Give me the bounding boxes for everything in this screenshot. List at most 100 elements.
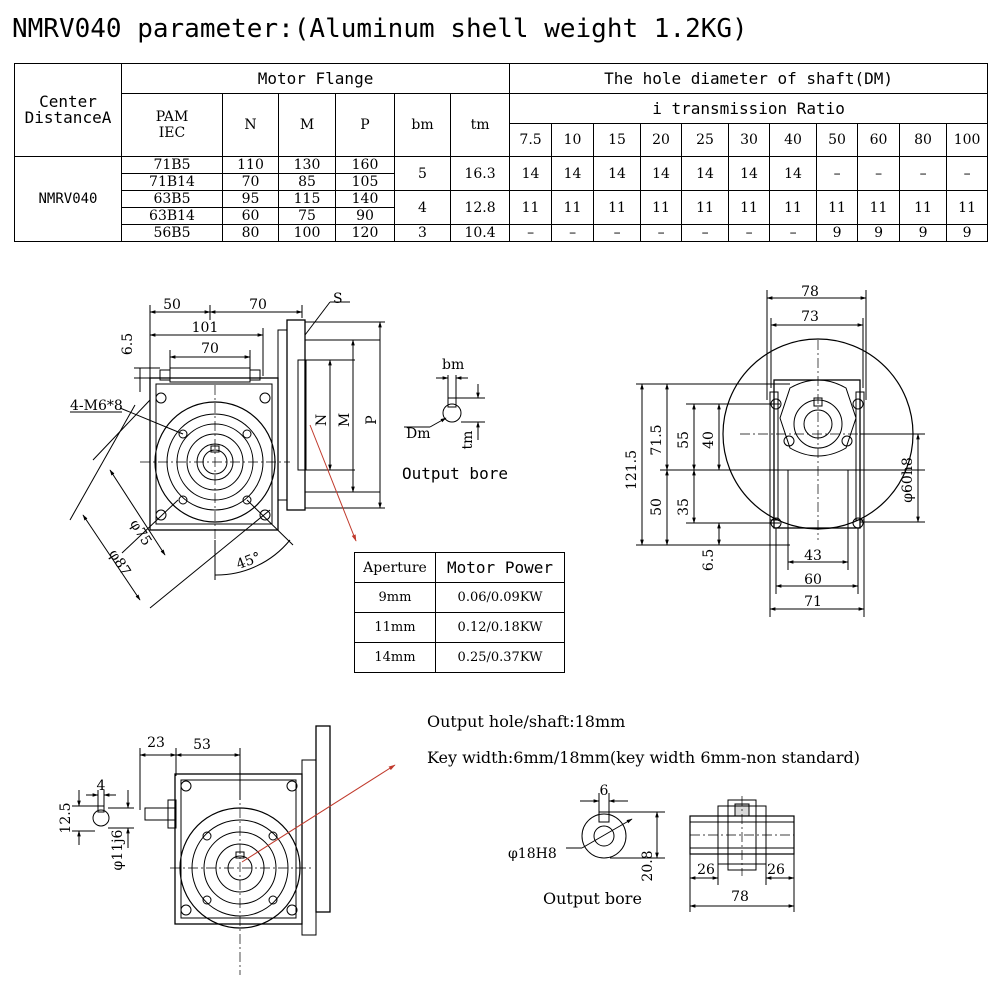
hole-cell: 11 bbox=[640, 190, 683, 225]
ratio-cell: 25 bbox=[681, 123, 730, 157]
bore-caption: Output bore bbox=[402, 464, 508, 483]
m-label: M bbox=[337, 413, 353, 427]
ratio-cell: 50 bbox=[816, 123, 859, 157]
shaft-dim-4: 4 bbox=[97, 778, 106, 794]
out-phi18: φ18H8 bbox=[508, 846, 557, 862]
angle-label: 45° bbox=[234, 549, 263, 573]
shaft-view bbox=[72, 725, 331, 975]
m-cell: 85 bbox=[278, 173, 336, 191]
bm-cell: 3 bbox=[394, 224, 451, 242]
power-header: Motor Power bbox=[435, 552, 565, 583]
col-m-header: M bbox=[278, 93, 336, 157]
bore-bm: bm bbox=[442, 357, 464, 373]
output-note-2: Key width:6mm/18mm(key width 6mm-non sta… bbox=[427, 748, 860, 767]
col-p-header: P bbox=[335, 93, 395, 157]
side-phi60: φ60h8 bbox=[900, 457, 916, 503]
motor-flange-header: Motor Flange bbox=[120, 63, 511, 94]
side-dim-35: 35 bbox=[676, 498, 692, 516]
phi87-label: φ87 bbox=[105, 547, 133, 579]
hole-cell: – bbox=[551, 224, 595, 242]
motor-power-table: Aperture Motor Power 9mm 0.06/0.09KW 11m… bbox=[354, 552, 565, 673]
holes-label: 4-M6*8 bbox=[70, 398, 123, 414]
center-label-2: DistanceA bbox=[24, 108, 112, 127]
shaft-dim-23: 23 bbox=[147, 735, 165, 751]
tm-cell: 16.3 bbox=[449, 156, 511, 191]
out-dim-6: 6 bbox=[600, 783, 609, 799]
output-bore-caption: Output bore bbox=[543, 889, 642, 908]
hole-cell: 11 bbox=[509, 190, 553, 225]
page-title: NMRV040 parameter:(Aluminum shell weight… bbox=[12, 14, 748, 44]
dim-70-top: 70 bbox=[249, 297, 267, 313]
dim-70: 70 bbox=[201, 341, 219, 357]
power-cell: 0.25/0.37KW bbox=[435, 642, 565, 673]
hole-cell: 11 bbox=[857, 190, 901, 225]
pam-label-1: PAM bbox=[155, 109, 189, 125]
hole-cell: 14 bbox=[509, 156, 553, 191]
hole-cell: 14 bbox=[593, 156, 642, 191]
ratio-cell: 15 bbox=[593, 123, 642, 157]
hole-cell: 14 bbox=[769, 156, 818, 191]
out-dim-78: 78 bbox=[731, 889, 749, 905]
aperture-cell: 9mm bbox=[354, 582, 436, 613]
aperture-cell: 11mm bbox=[354, 612, 436, 643]
aperture-header: Aperture bbox=[354, 552, 436, 583]
pam-cell: 56B5 bbox=[121, 224, 223, 242]
out-dim-26b: 26 bbox=[767, 862, 785, 878]
ratio-cell: 40 bbox=[769, 123, 818, 157]
tm-cell: 10.4 bbox=[449, 224, 511, 242]
bore-detail-drawing bbox=[404, 375, 485, 440]
ratio-cell: 7.5 bbox=[509, 123, 553, 157]
side-dim-121-5: 121.5 bbox=[624, 450, 640, 490]
side-view bbox=[636, 290, 925, 617]
dim-50: 50 bbox=[163, 297, 181, 313]
hole-cell: 11 bbox=[816, 190, 859, 225]
shaft-dim-53: 53 bbox=[193, 737, 211, 753]
col-n-header: N bbox=[222, 93, 279, 157]
red-leader-1 bbox=[309, 424, 357, 542]
out-dim-26a: 26 bbox=[697, 862, 715, 878]
n-cell: 80 bbox=[222, 224, 279, 242]
power-cell: 0.12/0.18KW bbox=[435, 612, 565, 643]
side-dim-73: 73 bbox=[801, 309, 819, 325]
center-label-1: Center bbox=[39, 92, 97, 111]
bore-tm: tm bbox=[460, 431, 476, 450]
pam-label-2: IEC bbox=[158, 125, 186, 141]
red-leader-2 bbox=[241, 764, 396, 863]
side-dim-50: 50 bbox=[649, 498, 665, 516]
side-dim-78: 78 bbox=[801, 284, 819, 300]
p-label: P bbox=[364, 415, 380, 424]
side-dim-43: 43 bbox=[804, 548, 822, 564]
p-cell: 120 bbox=[335, 224, 395, 242]
side-dim-71-5: 71.5 bbox=[649, 424, 665, 455]
shaft-phi11: φ11j6 bbox=[110, 829, 126, 870]
hole-cell: 14 bbox=[551, 156, 595, 191]
output-bore-18-drawing bbox=[566, 793, 795, 912]
hole-cell: 9 bbox=[946, 224, 989, 242]
out-dim-20-8: 20.8 bbox=[640, 850, 656, 881]
n-label: N bbox=[314, 414, 330, 426]
dim-6-5: 6.5 bbox=[120, 333, 136, 355]
ratio-cell: 10 bbox=[551, 123, 595, 157]
side-dim-71: 71 bbox=[804, 594, 822, 610]
aperture-cell: 14mm bbox=[354, 642, 436, 673]
ratio-cell: 100 bbox=[946, 123, 989, 157]
dim-101: 101 bbox=[192, 320, 219, 336]
bore-dm: Dm bbox=[406, 426, 431, 442]
output-note-1: Output hole/shaft:18mm bbox=[427, 712, 626, 731]
side-dim-60: 60 bbox=[804, 572, 822, 588]
hole-cell: – bbox=[899, 156, 948, 191]
col-tm-header: tm bbox=[449, 93, 511, 157]
power-cell: 0.06/0.09KW bbox=[435, 582, 565, 613]
s-label: S bbox=[333, 291, 343, 307]
side-dim-6-5: 6.5 bbox=[701, 549, 717, 571]
shaft-dim-12-5: 12.5 bbox=[58, 802, 74, 833]
hole-cell: 14 bbox=[640, 156, 683, 191]
side-dim-55: 55 bbox=[676, 431, 692, 449]
front-view bbox=[69, 301, 385, 609]
hole-cell: 11 bbox=[899, 190, 948, 225]
hole-cell: – bbox=[769, 224, 818, 242]
